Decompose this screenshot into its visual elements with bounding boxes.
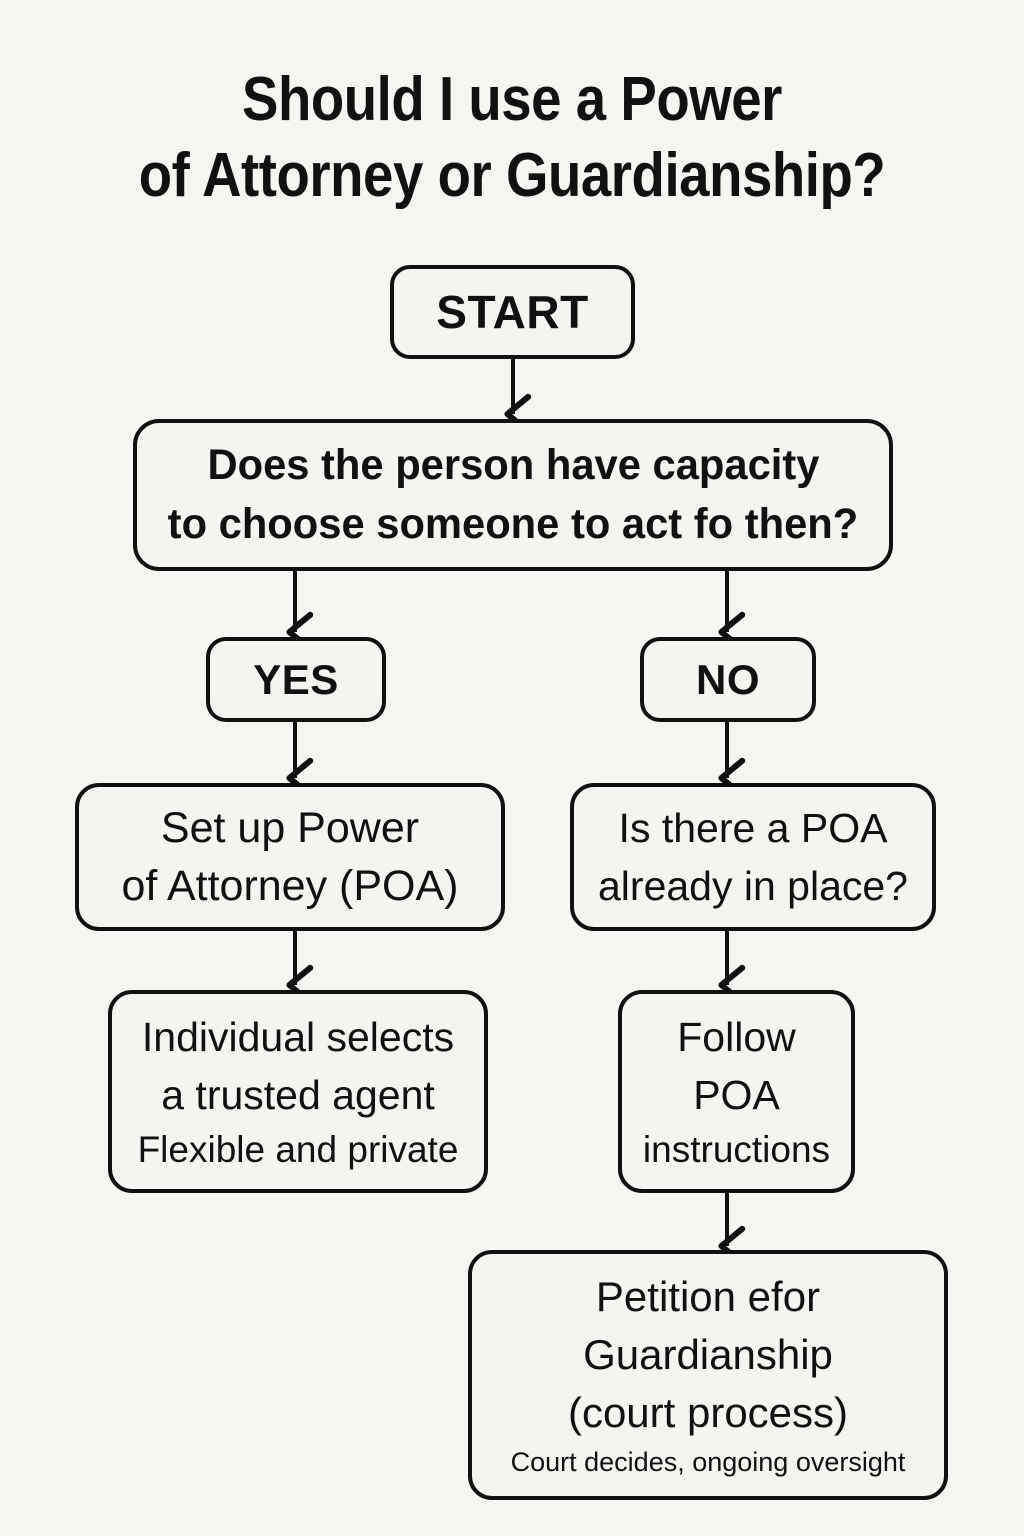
node-petition-line2: Guardianship	[583, 1331, 833, 1378]
node-existing-poa-line2: already in place?	[598, 863, 908, 909]
node-individual-line2: a trusted agent	[161, 1071, 435, 1118]
page-title: Should I use a Power of Attorney or Guar…	[138, 65, 886, 210]
node-capacity-line1: Does the person have capacity	[206, 441, 819, 489]
node-start-label: START	[436, 286, 589, 338]
node-petition-line4: Court decides, ongoing oversight	[510, 1447, 906, 1477]
node-follow-poa[interactable]: Follow POA instructions	[618, 990, 855, 1193]
node-setup-poa-line2: of Attorney (POA)	[121, 862, 459, 910]
node-setup-poa-line1: Set up Power	[160, 804, 420, 852]
node-setup-poa[interactable]: Set up Power of Attorney (POA)	[75, 783, 505, 931]
node-individual-line1: Individual selects	[141, 1013, 455, 1060]
node-start[interactable]: START	[390, 265, 635, 359]
node-existing-poa-line1: Is there a POA	[618, 805, 888, 851]
node-petition-guardianship[interactable]: Petition efor Guardianship (court proces…	[468, 1250, 948, 1500]
node-existing-poa-question[interactable]: Is there a POA already in place?	[570, 783, 936, 931]
node-petition-line1: Petition efor	[595, 1273, 821, 1320]
node-petition-line3: (court process)	[567, 1389, 849, 1436]
node-capacity-question[interactable]: Does the person have capacity to choose …	[133, 419, 893, 571]
node-no-label: NO	[696, 655, 760, 703]
node-follow-line2: POA	[693, 1071, 780, 1118]
node-capacity-line2: to choose someone to act fo then?	[167, 500, 859, 548]
node-yes[interactable]: YES	[206, 637, 386, 722]
node-follow-line3: instructions	[642, 1128, 831, 1170]
node-no[interactable]: NO	[640, 637, 816, 722]
node-follow-line1: Follow	[677, 1013, 796, 1060]
node-individual-selects[interactable]: Individual selects a trusted agent Flexi…	[108, 990, 488, 1193]
node-yes-label: YES	[253, 655, 339, 703]
node-individual-line3: Flexible and private	[137, 1128, 459, 1170]
